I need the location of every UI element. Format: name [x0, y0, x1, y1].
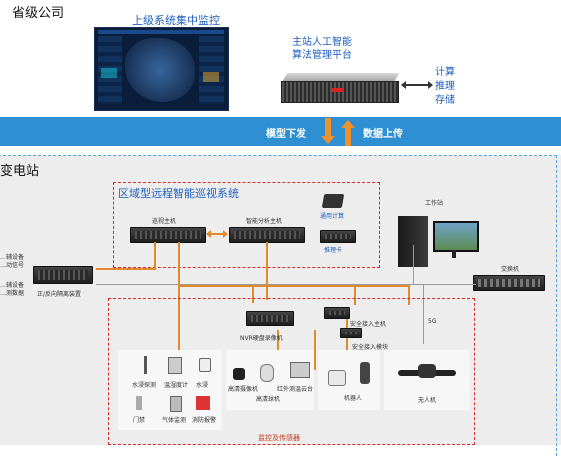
dome-camera-icon: [260, 364, 274, 382]
drone-label: 无人机: [418, 397, 437, 404]
province-title: 省级公司: [12, 6, 65, 21]
substation-title: 变电站: [0, 164, 40, 179]
link-double-arrow-icon: [206, 230, 228, 238]
secure-access-module-image: [340, 328, 362, 338]
network-backbone-line: [96, 284, 476, 285]
model-down-label: 模型下发: [266, 129, 306, 140]
up-arrow-icon: [341, 120, 355, 146]
switch-label: 交换机: [501, 266, 520, 273]
robot-icon-2: [360, 362, 370, 384]
patrol-host-label: 巡视主机: [152, 218, 177, 225]
flow-line: [96, 268, 156, 270]
robot-label: 机器人: [344, 395, 363, 402]
sensor-label-1: 水浸探测: [132, 382, 157, 389]
camera-label-1: 高清摄像机: [228, 386, 259, 393]
camera-label-2: 红外测温云台: [277, 386, 314, 393]
isolation-device-image: [33, 266, 93, 284]
platform-label-line1: 主站人工智能: [292, 37, 352, 48]
nvr-label: NVR硬盘录像机: [240, 335, 283, 342]
left-label-1: …辅设备 …动信号: [0, 254, 25, 269]
patrol-system-title: 区域型远程智能巡视系统: [118, 187, 239, 200]
sensor-icon-6: [196, 396, 210, 410]
robot-icon: [328, 370, 346, 386]
sensor-label-4: 门禁: [133, 417, 146, 424]
patrol-host-image: [130, 227, 206, 243]
inference-card-label: 推理卡: [324, 247, 343, 254]
secure-access-module-label: 安全接入模块: [352, 344, 389, 351]
sensor-icon-2: [168, 357, 182, 374]
hd-camera-icon: [233, 368, 245, 380]
substation-boundary: [0, 155, 557, 456]
platform-server-image: [281, 73, 401, 103]
workstation-label: 工作站: [425, 200, 444, 207]
dashboard-map: [125, 38, 195, 102]
drone-panel: [384, 350, 470, 410]
patrol-system-box: [113, 182, 380, 268]
monitoring-dashboard-image: [94, 27, 229, 111]
monitor-section-label: 监控及传感器: [258, 434, 300, 442]
sensor-label-5: 气体监测: [162, 417, 187, 424]
camera-label-3: 高清球机: [256, 396, 281, 403]
inference-card-image: [320, 230, 356, 243]
function-inference: 推理: [435, 81, 455, 92]
analysis-host-label: 智能分析主机: [246, 218, 283, 225]
general-compute-label: 通用计算: [320, 213, 345, 220]
sensor-label-6: 消防报警: [192, 417, 217, 424]
workstation-monitor-image: [433, 221, 479, 252]
function-storage: 存储: [435, 95, 455, 106]
general-compute-image: [321, 194, 345, 208]
monitor-label: 上级系统集中监控: [132, 14, 220, 27]
sensor-icon-5: [170, 396, 182, 412]
nvr-image: [246, 311, 294, 326]
sensor-label-2: 温湿度计: [164, 382, 189, 389]
down-arrow-icon: [321, 118, 335, 144]
platform-label: 主站人工智能 算法管理平台: [292, 36, 352, 62]
functions-list: 计算 推理 存储: [435, 66, 455, 108]
double-arrow-icon: [401, 81, 433, 89]
ptz-camera-icon: [290, 362, 310, 378]
analysis-host-image: [229, 227, 305, 243]
sensor-icon-1: [144, 356, 147, 374]
isolation-device-label: 正/反向隔离装置: [37, 291, 82, 298]
sensor-icon-3: [199, 358, 211, 372]
transfer-band: [0, 117, 561, 146]
left-label-2: …辅设备 …测数据: [0, 282, 25, 297]
function-compute: 计算: [435, 67, 455, 78]
data-up-label: 数据上传: [363, 129, 403, 140]
sensor-icon-4: [136, 396, 142, 410]
sensor-label-3: 水浸: [196, 382, 209, 389]
switch-image: [473, 275, 545, 291]
five-g-label: 5G: [428, 318, 437, 325]
platform-label-line2: 算法管理平台: [292, 50, 352, 61]
secure-access-host-image: [324, 307, 350, 319]
secure-access-host-label: 安全接入主机: [350, 321, 387, 328]
